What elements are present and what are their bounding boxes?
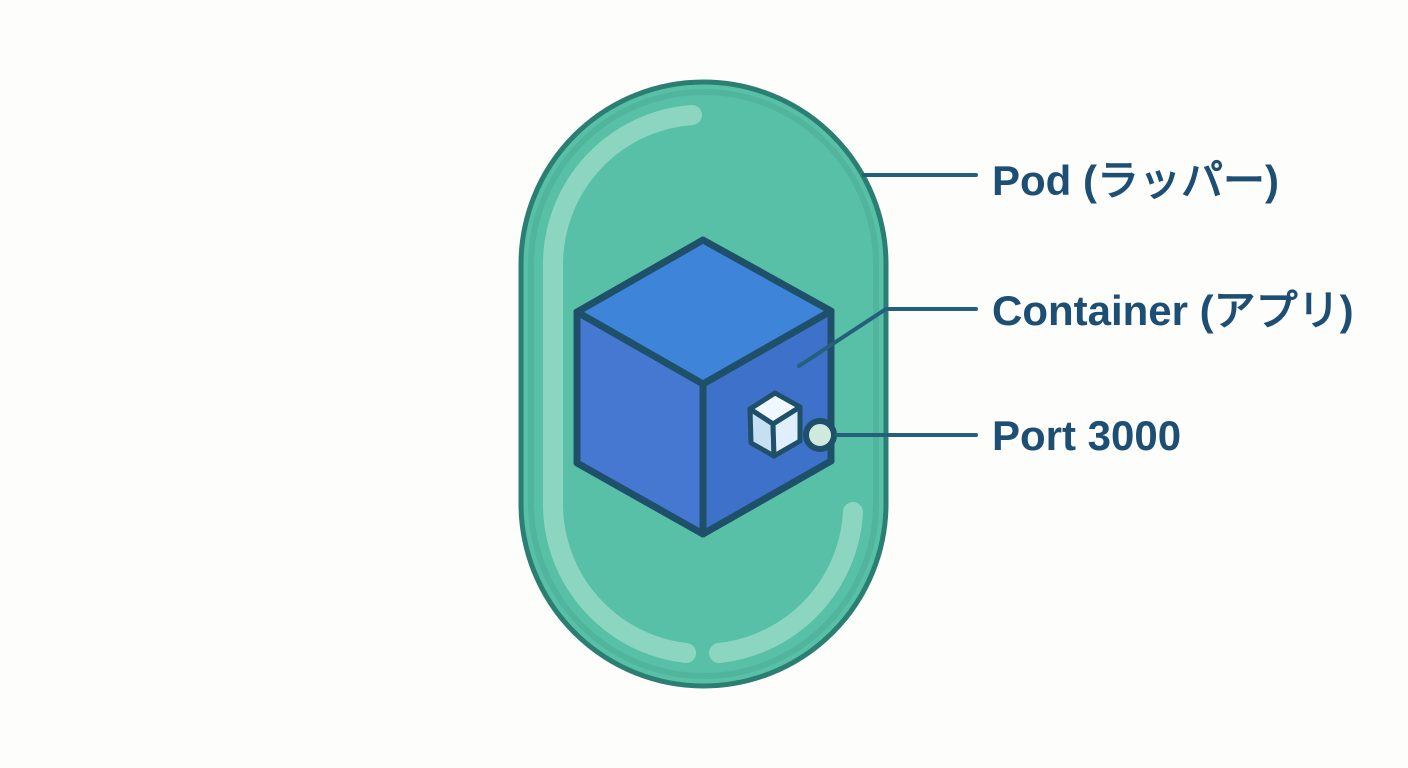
pod-capsule-inner-shade <box>528 89 879 679</box>
pod-highlight-top-left <box>543 105 702 663</box>
pod-label: Pod (ラッパー) <box>992 157 1279 204</box>
port-label: Port 3000 <box>992 412 1181 459</box>
container-cube <box>573 236 835 538</box>
container-leader-line <box>797 307 978 368</box>
package-icon <box>747 390 803 459</box>
container-label: Container (アプリ) <box>992 287 1354 334</box>
pod-highlight-bottom-right <box>709 502 863 663</box>
package-icon-right-face <box>770 404 803 459</box>
port-circle <box>803 418 837 452</box>
